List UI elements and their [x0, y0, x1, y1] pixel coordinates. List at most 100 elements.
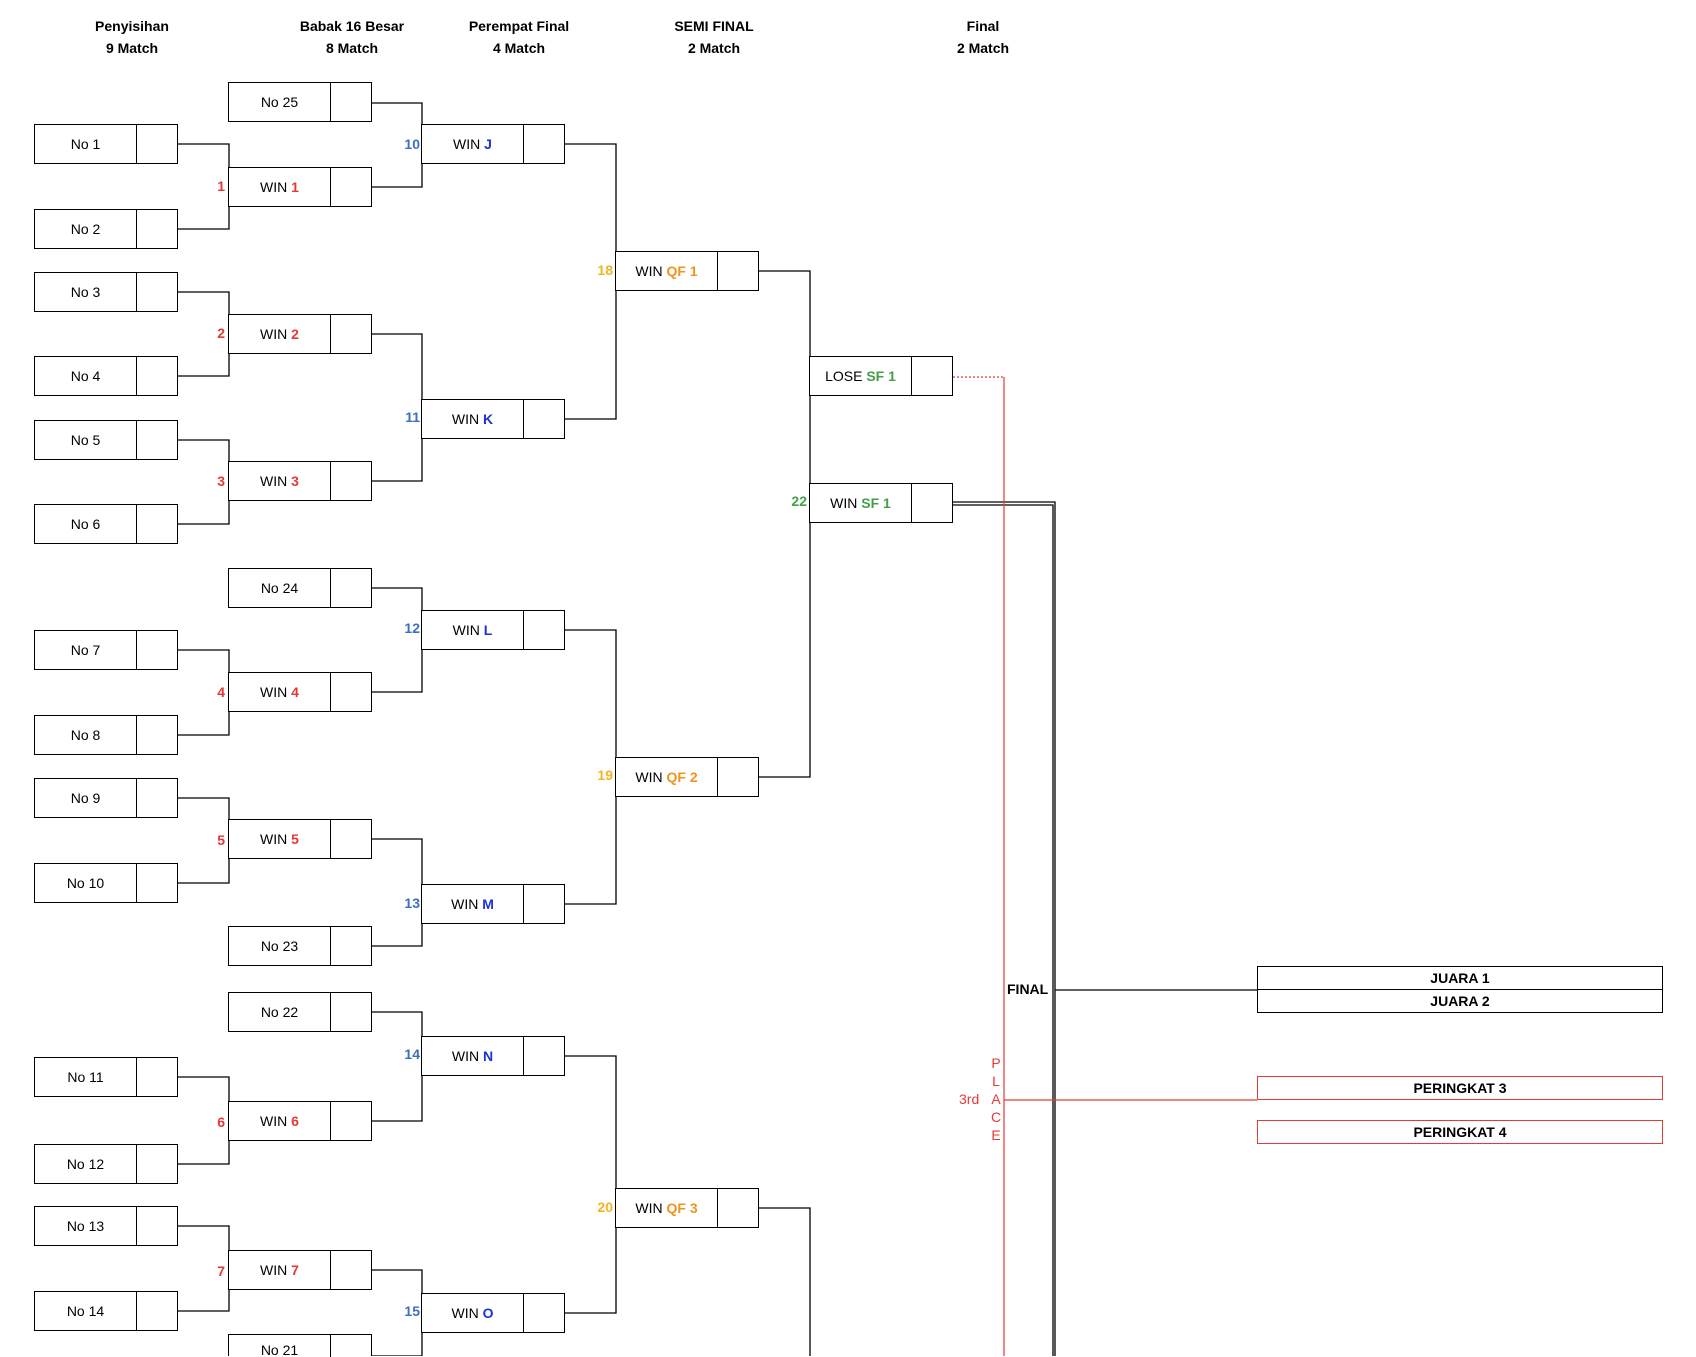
- score-cell[interactable]: [524, 885, 564, 923]
- round1-slot-7[interactable]: No 7: [34, 630, 178, 670]
- round1-slot-1[interactable]: No 1: [34, 124, 178, 164]
- slot-text: WIN: [260, 179, 292, 195]
- slot-label: No 22: [229, 993, 331, 1031]
- match-number: 1: [217, 178, 225, 194]
- round2-slot-11[interactable]: WIN 7: [228, 1250, 372, 1290]
- score-cell[interactable]: [331, 1102, 371, 1140]
- score-cell[interactable]: [137, 357, 177, 395]
- score-cell[interactable]: [137, 1145, 177, 1183]
- round3-slot-6[interactable]: WIN O: [421, 1293, 565, 1333]
- header-title: Penyisihan: [95, 18, 169, 34]
- round2-slot-5[interactable]: No 24: [228, 568, 372, 608]
- slot-highlight: 2: [291, 326, 299, 342]
- round2-slot-12[interactable]: No 21: [228, 1334, 372, 1357]
- score-cell[interactable]: [137, 210, 177, 248]
- round1-slot-8[interactable]: No 8: [34, 715, 178, 755]
- round1-slot-14[interactable]: No 14: [34, 1291, 178, 1331]
- score-cell[interactable]: [718, 758, 758, 796]
- score-cell[interactable]: [524, 125, 564, 163]
- round3-slot-5[interactable]: WIN N: [421, 1036, 565, 1076]
- score-cell[interactable]: [718, 1189, 758, 1227]
- round2-slot-9[interactable]: No 22: [228, 992, 372, 1032]
- sf-loser-1[interactable]: LOSE SF 1: [809, 356, 953, 396]
- round2-slot-6[interactable]: WIN 4: [228, 672, 372, 712]
- score-cell[interactable]: [331, 927, 371, 965]
- round1-slot-11[interactable]: No 11: [34, 1057, 178, 1097]
- slot-text: WIN: [830, 495, 862, 511]
- slot-label: WIN SF 1: [810, 484, 912, 522]
- round2-slot-8[interactable]: No 23: [228, 926, 372, 966]
- round2-slot-4[interactable]: WIN 3: [228, 461, 372, 501]
- round3-slot-4[interactable]: WIN M: [421, 884, 565, 924]
- sf-winner-1[interactable]: WIN SF 1: [809, 483, 953, 523]
- score-cell[interactable]: [331, 569, 371, 607]
- round1-slot-5[interactable]: No 5: [34, 420, 178, 460]
- score-cell[interactable]: [718, 252, 758, 290]
- slot-label: WIN 2: [229, 315, 331, 353]
- round2-slot-3[interactable]: WIN 2: [228, 314, 372, 354]
- score-cell[interactable]: [137, 1292, 177, 1330]
- score-cell[interactable]: [331, 993, 371, 1031]
- slot-label: WIN QF 1: [616, 252, 718, 290]
- round1-slot-13[interactable]: No 13: [34, 1206, 178, 1246]
- header-perempat-final: Perempat Final 4 Match: [449, 15, 589, 59]
- score-cell[interactable]: [331, 1335, 371, 1357]
- score-cell[interactable]: [912, 484, 952, 522]
- score-cell[interactable]: [524, 1037, 564, 1075]
- match-number: 12: [404, 620, 420, 636]
- round2-slot-10[interactable]: WIN 6: [228, 1101, 372, 1141]
- score-cell[interactable]: [524, 1294, 564, 1332]
- slot-text: WIN: [451, 411, 483, 427]
- round2-slot-2[interactable]: WIN 1: [228, 167, 372, 207]
- score-cell[interactable]: [331, 83, 371, 121]
- round1-slot-12[interactable]: No 12: [34, 1144, 178, 1184]
- round1-slot-2[interactable]: No 2: [34, 209, 178, 249]
- score-cell[interactable]: [137, 273, 177, 311]
- header-semi-final: SEMI FINAL 2 Match: [654, 15, 774, 59]
- slot-highlight: SF 1: [866, 368, 896, 384]
- qf-winner-1[interactable]: WIN QF 1: [615, 251, 759, 291]
- score-cell[interactable]: [912, 357, 952, 395]
- round1-slot-3[interactable]: No 3: [34, 272, 178, 312]
- match-number: 5: [217, 832, 225, 848]
- score-cell[interactable]: [137, 716, 177, 754]
- round2-slot-7[interactable]: WIN 5: [228, 819, 372, 859]
- round1-slot-10[interactable]: No 10: [34, 863, 178, 903]
- score-cell[interactable]: [331, 820, 371, 858]
- score-cell[interactable]: [331, 168, 371, 206]
- slot-label: WIN K: [422, 400, 524, 438]
- header-sub: 2 Match: [687, 40, 741, 56]
- qf-winner-3[interactable]: WIN QF 3: [615, 1188, 759, 1228]
- round2-slot-1[interactable]: No 25: [228, 82, 372, 122]
- round3-slot-2[interactable]: WIN K: [421, 399, 565, 439]
- round3-slot-1[interactable]: WIN J: [421, 124, 565, 164]
- score-cell[interactable]: [331, 1251, 371, 1289]
- score-cell[interactable]: [137, 631, 177, 669]
- slot-text: WIN: [635, 263, 667, 279]
- round1-slot-4[interactable]: No 4: [34, 356, 178, 396]
- score-cell[interactable]: [137, 1207, 177, 1245]
- score-cell[interactable]: [524, 400, 564, 438]
- round1-slot-9[interactable]: No 9: [34, 778, 178, 818]
- score-cell[interactable]: [137, 421, 177, 459]
- score-cell[interactable]: [137, 505, 177, 543]
- round1-slot-6[interactable]: No 6: [34, 504, 178, 544]
- score-cell[interactable]: [137, 864, 177, 902]
- slot-label: No 23: [229, 927, 331, 965]
- score-cell[interactable]: [137, 779, 177, 817]
- score-cell[interactable]: [331, 673, 371, 711]
- slot-text: WIN: [451, 1305, 483, 1321]
- slot-text: No 21: [260, 1342, 299, 1357]
- slot-text: WIN: [260, 1113, 292, 1129]
- slot-highlight: 7: [291, 1262, 299, 1278]
- slot-label: WIN 7: [229, 1251, 331, 1289]
- score-cell[interactable]: [137, 1058, 177, 1096]
- round3-slot-3[interactable]: WIN L: [421, 610, 565, 650]
- score-cell[interactable]: [331, 462, 371, 500]
- slot-label: WIN 3: [229, 462, 331, 500]
- score-cell[interactable]: [524, 611, 564, 649]
- score-cell[interactable]: [137, 125, 177, 163]
- score-cell[interactable]: [331, 315, 371, 353]
- header-sub: 2 Match: [956, 40, 1010, 56]
- qf-winner-2[interactable]: WIN QF 2: [615, 757, 759, 797]
